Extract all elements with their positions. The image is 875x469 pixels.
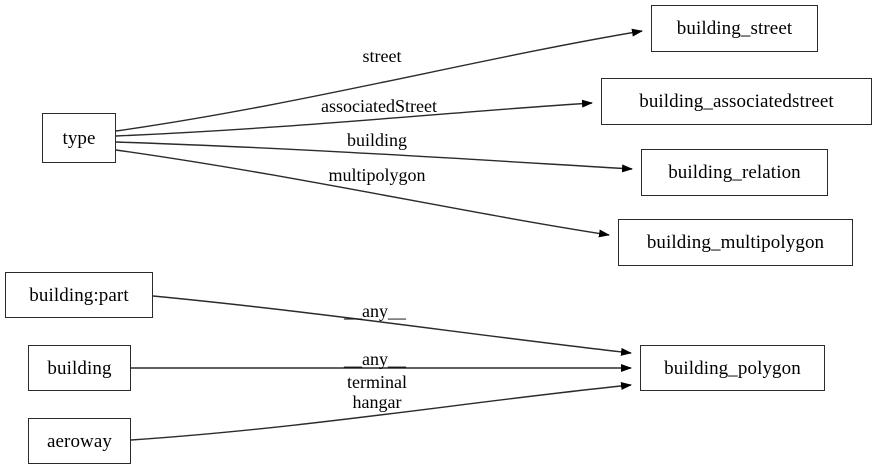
node-building-relation[interactable]: building_relation	[641, 149, 828, 196]
node-label: building_associatedstreet	[639, 91, 834, 112]
edge-part-any	[152, 295, 632, 356]
edge-aeroway-terminal-hangar	[130, 382, 632, 441]
node-label: aeroway	[46, 430, 113, 452]
node-building-part[interactable]: building:part	[5, 272, 153, 318]
node-building-associatedstreet[interactable]: building_associatedstreet	[601, 78, 872, 125]
node-building-street[interactable]: building_street	[651, 5, 818, 52]
edge-label-building-any: __any__	[344, 350, 406, 368]
node-type[interactable]: type	[42, 113, 116, 163]
node-label: type	[62, 127, 96, 149]
edge-label-type-multipolygon: multipolygon	[328, 166, 425, 184]
edge-label-line: associatedStreet	[321, 96, 437, 116]
node-label: building:part	[29, 284, 129, 306]
edge-label-line: terminal	[347, 372, 407, 392]
edge-type-street	[115, 28, 643, 132]
edge-label-type-building: building	[347, 131, 407, 149]
edge-type-associatedstreet	[115, 99, 593, 137]
edge-type-building	[115, 141, 633, 173]
node-building-multipolygon[interactable]: building_multipolygon	[618, 219, 853, 266]
node-label: building_street	[676, 18, 793, 39]
edge-label-type-street: street	[363, 47, 402, 65]
edge-label-line: __any__	[344, 349, 406, 369]
node-building[interactable]: building	[28, 345, 131, 391]
edge-label-type-associatedstreet: associatedStreet	[321, 97, 437, 115]
edge-label-line: multipolygon	[328, 165, 426, 185]
node-label: building_multipolygon	[646, 232, 825, 253]
edge-label-line: hangar	[352, 392, 402, 412]
edge-type-multipolygon	[115, 149, 610, 238]
edge-label-line: street	[362, 46, 402, 66]
edge-label-line: building	[346, 130, 408, 150]
edge-label-line: __any__	[344, 301, 406, 321]
node-label: building	[47, 357, 112, 379]
edge-label-part-any: __any__	[344, 302, 406, 320]
node-aeroway[interactable]: aeroway	[28, 418, 131, 464]
node-label: building_polygon	[664, 357, 801, 379]
node-label: building_relation	[668, 162, 801, 183]
node-building-polygon[interactable]: building_polygon	[640, 345, 825, 391]
